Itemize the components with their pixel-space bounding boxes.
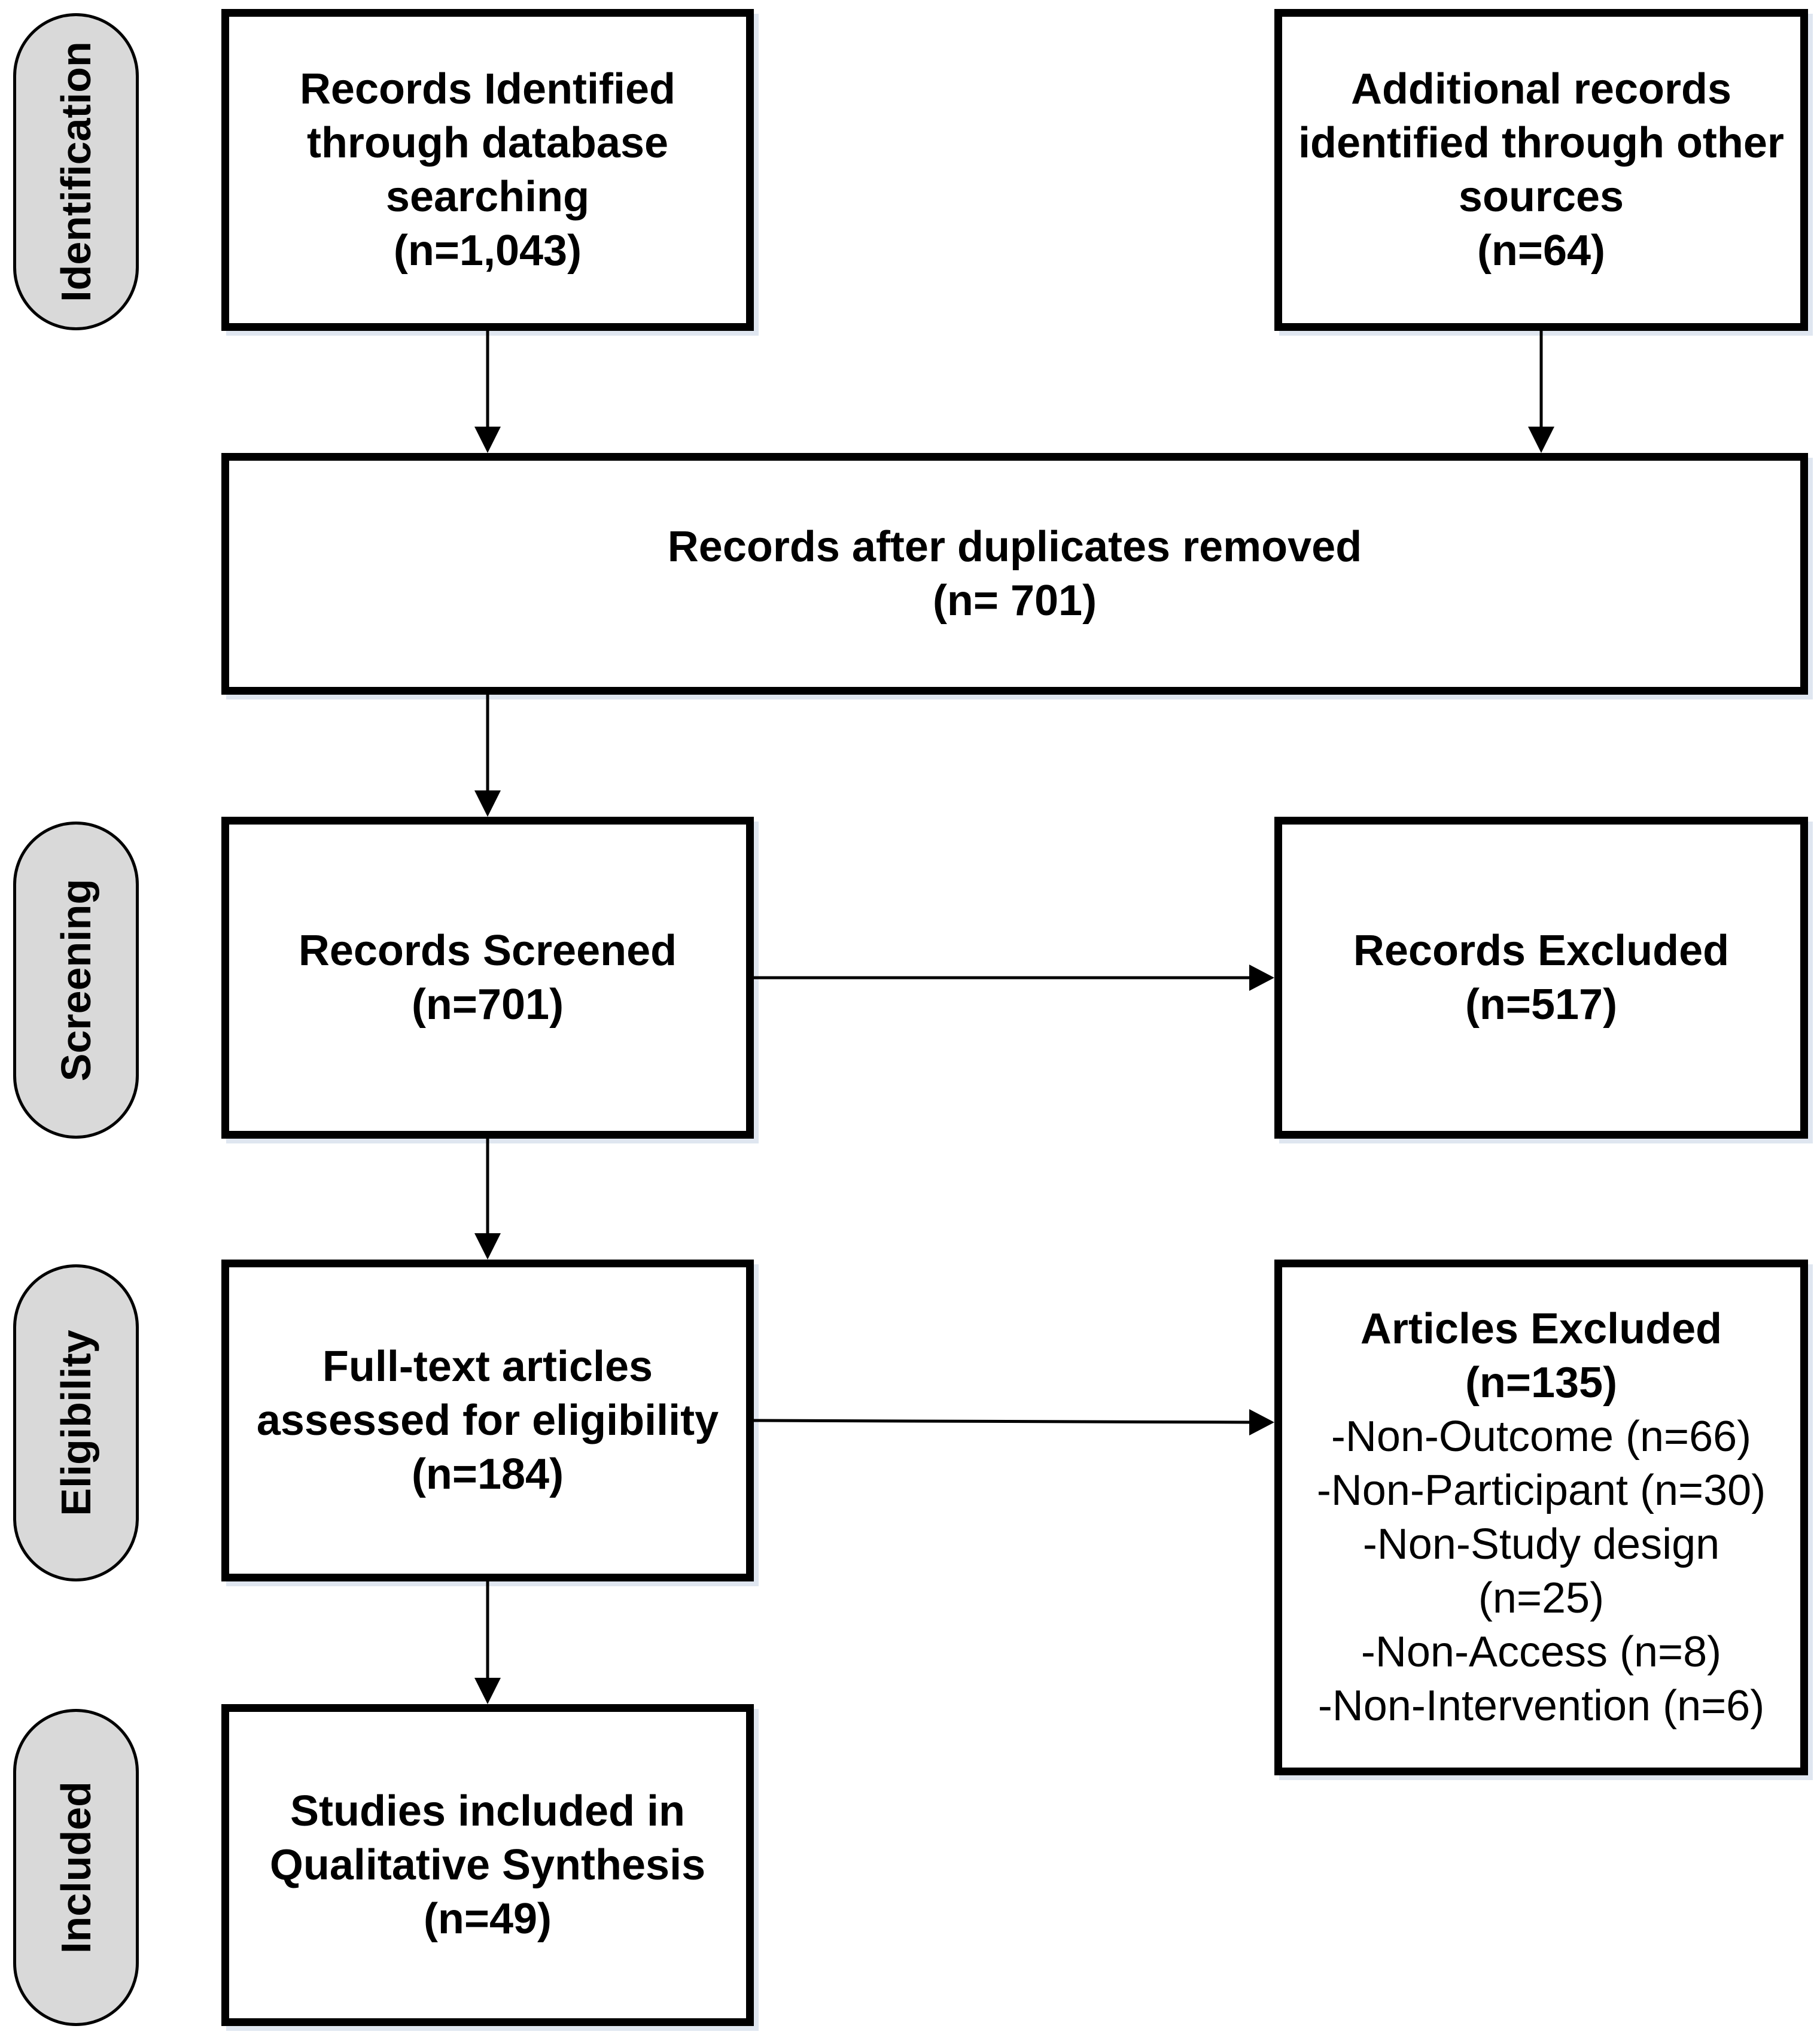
stage-included-label: Included: [53, 1781, 99, 1954]
exclusion-reason: (n=25): [1478, 1574, 1605, 1622]
box-other-sources-line: identified through other: [1298, 119, 1784, 167]
box-after-duplicates-line: Records after duplicates removed: [667, 523, 1362, 571]
box-studies-included: Studies included in Qualitative Synthesi…: [221, 1704, 754, 2026]
box-database-records-line: through database: [306, 119, 669, 167]
box-other-sources-count: (n=64): [1477, 227, 1606, 275]
box-studies-included-line: Studies included in: [290, 1787, 686, 1835]
box-articles-excluded-count: (n=135): [1465, 1359, 1618, 1407]
box-other-sources-line: Additional records: [1350, 65, 1732, 113]
box-other-sources-line: sources: [1458, 173, 1624, 221]
arrowhead-db-to-duplicates: [474, 427, 501, 453]
exclusion-reason: -Non-Outcome (n=66): [1331, 1413, 1752, 1461]
stage-identification: Identification: [13, 13, 139, 330]
box-other-sources: Additional records identified through ot…: [1274, 9, 1808, 331]
box-full-text-line: Full-text articles: [322, 1343, 653, 1391]
arrowhead-screened-to-excluded: [1249, 965, 1274, 991]
stage-eligibility-label: Eligibility: [53, 1330, 99, 1516]
box-full-text-assessed: Full-text articles assessed for eligibil…: [221, 1260, 754, 1581]
box-records-excluded: Records Excluded (n=517): [1274, 817, 1808, 1139]
box-full-text-count: (n=184): [411, 1450, 564, 1498]
box-database-records-line: searching: [385, 173, 590, 221]
arrow-fulltext-to-excluded: [753, 1419, 1251, 1424]
stage-identification-label: Identification: [53, 41, 99, 302]
box-after-duplicates: Records after duplicates removed (n= 701…: [221, 453, 1808, 695]
exclusion-reason: -Non-Study design: [1362, 1520, 1720, 1568]
box-database-records-count: (n=1,043): [393, 227, 582, 275]
stage-screening-label: Screening: [53, 878, 99, 1082]
arrowhead-fulltext-to-excluded: [1249, 1409, 1274, 1435]
box-database-records-line: Records Identified: [299, 65, 676, 113]
arrowhead-other-to-duplicates: [1528, 427, 1554, 453]
box-records-screened-count: (n=701): [411, 981, 564, 1029]
box-full-text-line: assessed for eligibility: [256, 1397, 719, 1444]
box-articles-excluded-title: Articles Excluded: [1360, 1305, 1722, 1353]
box-database-records: Records Identified through database sear…: [221, 9, 754, 331]
stage-screening: Screening: [13, 822, 139, 1139]
exclusion-reason: -Non-Participant (n=30): [1316, 1467, 1766, 1514]
box-after-duplicates-count: (n= 701): [932, 577, 1097, 625]
stage-included: Included: [13, 1709, 139, 2026]
box-studies-included-count: (n=49): [423, 1895, 552, 1943]
box-records-screened: Records Screened (n=701): [221, 817, 754, 1139]
box-records-excluded-line: Records Excluded: [1353, 927, 1730, 975]
stage-eligibility: Eligibility: [13, 1264, 139, 1581]
exclusion-reason: -Non-Access (n=8): [1361, 1628, 1722, 1676]
arrowhead-screened-to-fulltext: [474, 1233, 501, 1260]
box-articles-excluded: Articles Excluded (n=135) -Non-Outcome (…: [1274, 1260, 1808, 1775]
box-studies-included-line: Qualitative Synthesis: [269, 1841, 706, 1889]
arrowhead-duplicates-to-screened: [474, 790, 501, 817]
box-records-screened-line: Records Screened: [298, 927, 677, 975]
box-records-excluded-count: (n=517): [1465, 981, 1618, 1029]
exclusion-reason: -Non-Intervention (n=6): [1317, 1682, 1765, 1730]
arrowhead-fulltext-to-included: [474, 1678, 501, 1704]
